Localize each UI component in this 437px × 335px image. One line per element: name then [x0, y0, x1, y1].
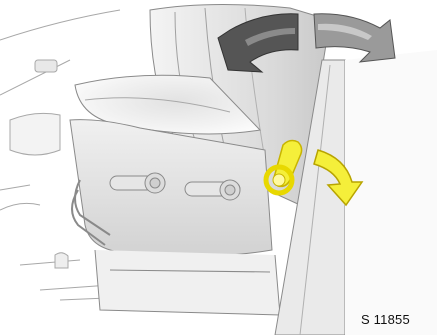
recline-arrow-forward-icon — [314, 14, 395, 62]
figure-reference-code: S 11855 — [361, 312, 410, 327]
